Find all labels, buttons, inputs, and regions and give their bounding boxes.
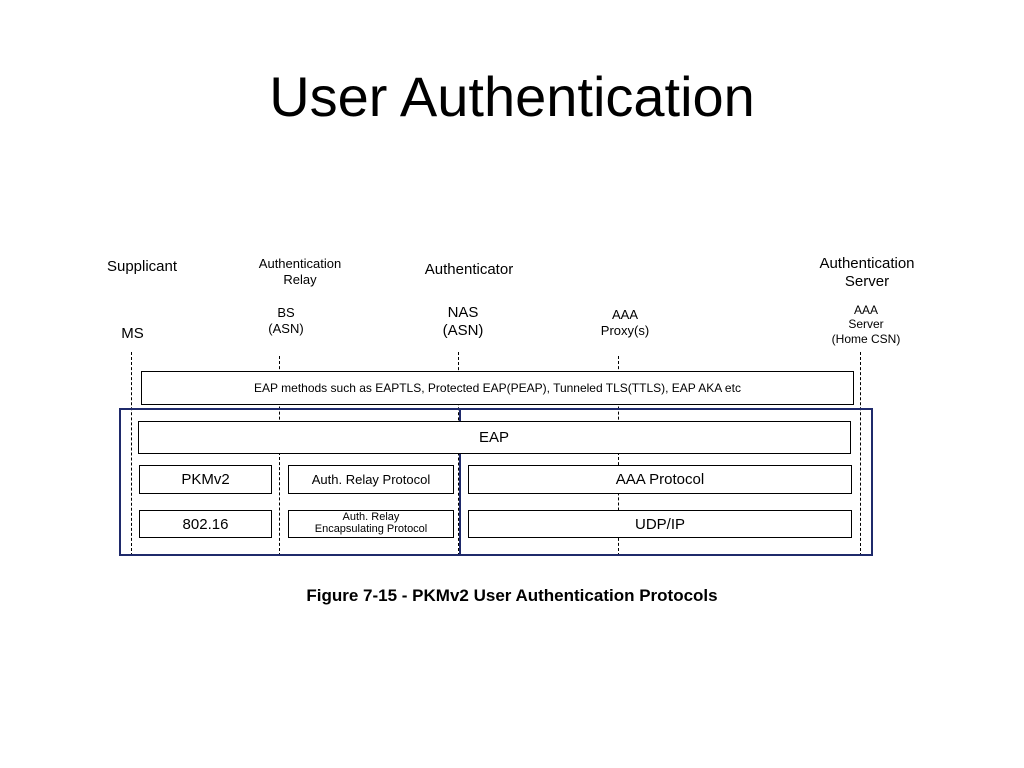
- frame-authenticator-server: [459, 408, 873, 556]
- lifeline-aaa-server: [860, 352, 861, 556]
- role-authenticator: Authenticator: [424, 261, 514, 278]
- auth-relay-protocol-box: Auth. Relay Protocol: [288, 465, 454, 494]
- eap-layer-box: EAP: [138, 421, 851, 454]
- figure-caption: Figure 7-15 - PKMv2 User Authentication …: [306, 586, 718, 605]
- role-authentication-relay: Authentication Relay: [258, 256, 342, 287]
- role-supplicant: Supplicant: [106, 258, 178, 275]
- entity-aaa-proxy: AAA Proxy(s): [600, 307, 650, 338]
- pkmv2-box: PKMv2: [139, 465, 272, 494]
- lifeline-aaa-proxy: [618, 356, 619, 556]
- slide-title: User Authentication: [269, 65, 755, 128]
- eap-methods-box: EAP methods such as EAPTLS, Protected EA…: [141, 371, 854, 405]
- udp-ip-box: UDP/IP: [468, 510, 852, 538]
- role-authentication-server: Authentication Server: [819, 255, 915, 290]
- lifeline-nas: [458, 352, 459, 556]
- entity-bs: BS (ASN): [268, 305, 304, 336]
- entity-ms: MS: [121, 325, 144, 342]
- ieee-80216-box: 802.16: [139, 510, 272, 538]
- auth-relay-encapsulating-box: Auth. Relay Encapsulating Protocol: [288, 510, 454, 538]
- lifeline-ms: [131, 352, 132, 556]
- aaa-protocol-box: AAA Protocol: [468, 465, 852, 494]
- lifeline-bs: [279, 356, 280, 556]
- entity-nas: NAS (ASN): [442, 304, 484, 339]
- entity-aaa-server: AAA Server (Home CSN): [831, 303, 901, 346]
